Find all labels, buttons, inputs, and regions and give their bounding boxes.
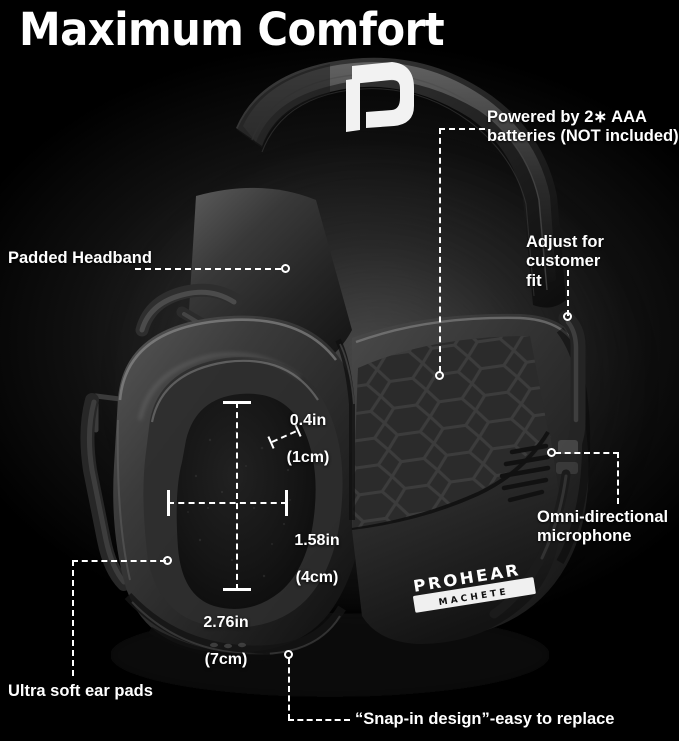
leader-snapin-horizontal	[288, 719, 350, 721]
microphone-grille	[499, 443, 551, 503]
marker-snapin	[284, 650, 293, 659]
callout-label-snapin: “Snap-in design”-easy to replace	[355, 710, 615, 728]
callout-label-earpads: Ultra soft ear pads	[8, 682, 153, 700]
dimension-label-pad-thickness: 0.4in (1cm)	[272, 394, 344, 486]
dim-line-cup-width	[168, 502, 287, 504]
callout-label-adjust-fit: Adjust for customer fit	[526, 233, 604, 290]
page-title: Maximum Comfort	[19, 3, 445, 56]
dimension-label-cup-height: 2.76in (7cm)	[186, 596, 266, 688]
marker-battery	[435, 371, 444, 380]
leader-snapin-vertical	[288, 658, 290, 720]
leader-padded-headband	[135, 268, 281, 270]
dimension-value-inches-cup-width: 1.58in	[294, 532, 340, 550]
marker-earpads	[163, 556, 172, 565]
headband-logo-mark	[346, 62, 414, 132]
dim-tick-cup-width-left	[167, 490, 170, 516]
leader-battery-horizontal	[439, 128, 485, 130]
marker-adjust-fit	[563, 312, 572, 321]
dim-line-cup-height	[236, 402, 238, 590]
marker-padded-headband	[281, 264, 290, 273]
dimension-value-inches-pad-thickness: 0.4in	[289, 412, 327, 430]
leader-battery-vertical	[439, 128, 441, 372]
callout-label-padded-headband: Padded Headband	[8, 249, 152, 267]
marker-microphone	[547, 448, 556, 457]
dimension-label-cup-width: 1.58in (4cm)	[278, 514, 356, 606]
dimension-value-cm-cup-width: (4cm)	[295, 569, 339, 587]
callout-label-microphone: Omni-directional microphone	[537, 508, 669, 546]
leader-microphone-vertical	[617, 452, 619, 504]
dim-tick-cup-width-right	[285, 490, 288, 516]
dim-tick-cup-height-bottom	[223, 588, 251, 591]
callout-label-battery: Powered by 2∗ AAA batteries (NOT include…	[487, 108, 679, 146]
dimension-value-cm-cup-height: (7cm)	[204, 651, 248, 669]
dimension-value-inches-cup-height: 2.76in	[203, 614, 249, 632]
leader-earpads-vertical	[72, 560, 74, 676]
dim-tick-cup-height-top	[223, 401, 251, 404]
leader-microphone-horizontal	[555, 452, 619, 454]
leader-adjust-fit	[567, 270, 569, 316]
leader-earpads-horizontal	[72, 560, 166, 562]
dimension-value-cm-pad-thickness: (1cm)	[286, 449, 330, 467]
